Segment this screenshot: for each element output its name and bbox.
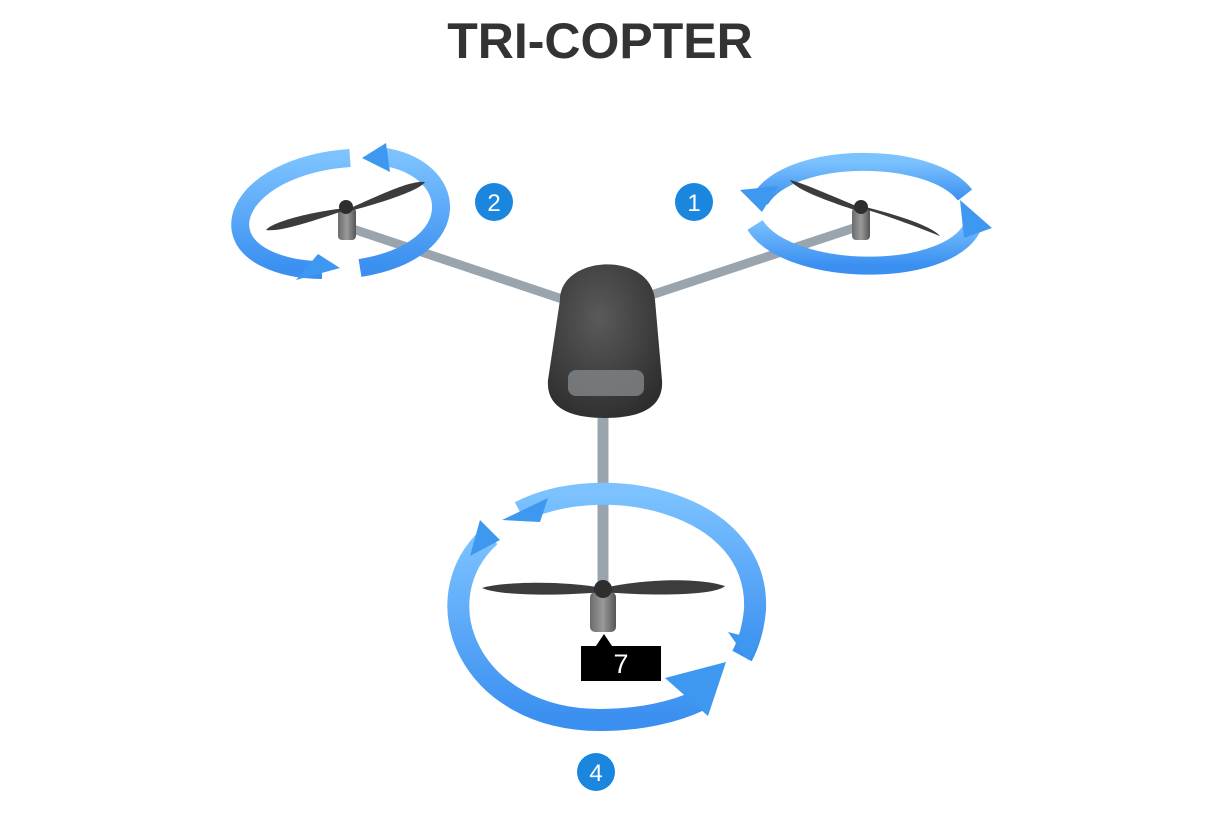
tail-label-text: 7: [613, 649, 628, 679]
rotor-1-badge: 1: [675, 183, 713, 221]
tail-label-tag: 7: [581, 634, 661, 681]
rotor-2-badge-number: 2: [487, 190, 500, 217]
rotor-2-rotation-arrow: [231, 143, 450, 280]
rotor-1-rotation-arrow: [740, 152, 992, 275]
rotor-1-propeller: [790, 180, 940, 240]
rotor-2-badge: 2: [475, 183, 513, 221]
rotor-4-rotation-arrow: [447, 482, 767, 732]
diagram-title: TRI-COPTER: [447, 13, 753, 69]
fuselage: [547, 264, 663, 418]
rotor-4-badge: 4: [577, 753, 615, 791]
frame-arms: [345, 221, 865, 606]
rotor-1-badge-number: 1: [687, 190, 700, 217]
arm-left: [345, 223, 585, 310]
rotor-2-propeller: [266, 181, 425, 240]
arm-right: [625, 221, 865, 307]
rotor-4-badge-number: 4: [589, 760, 602, 787]
rotor-4-propeller: [482, 580, 725, 632]
